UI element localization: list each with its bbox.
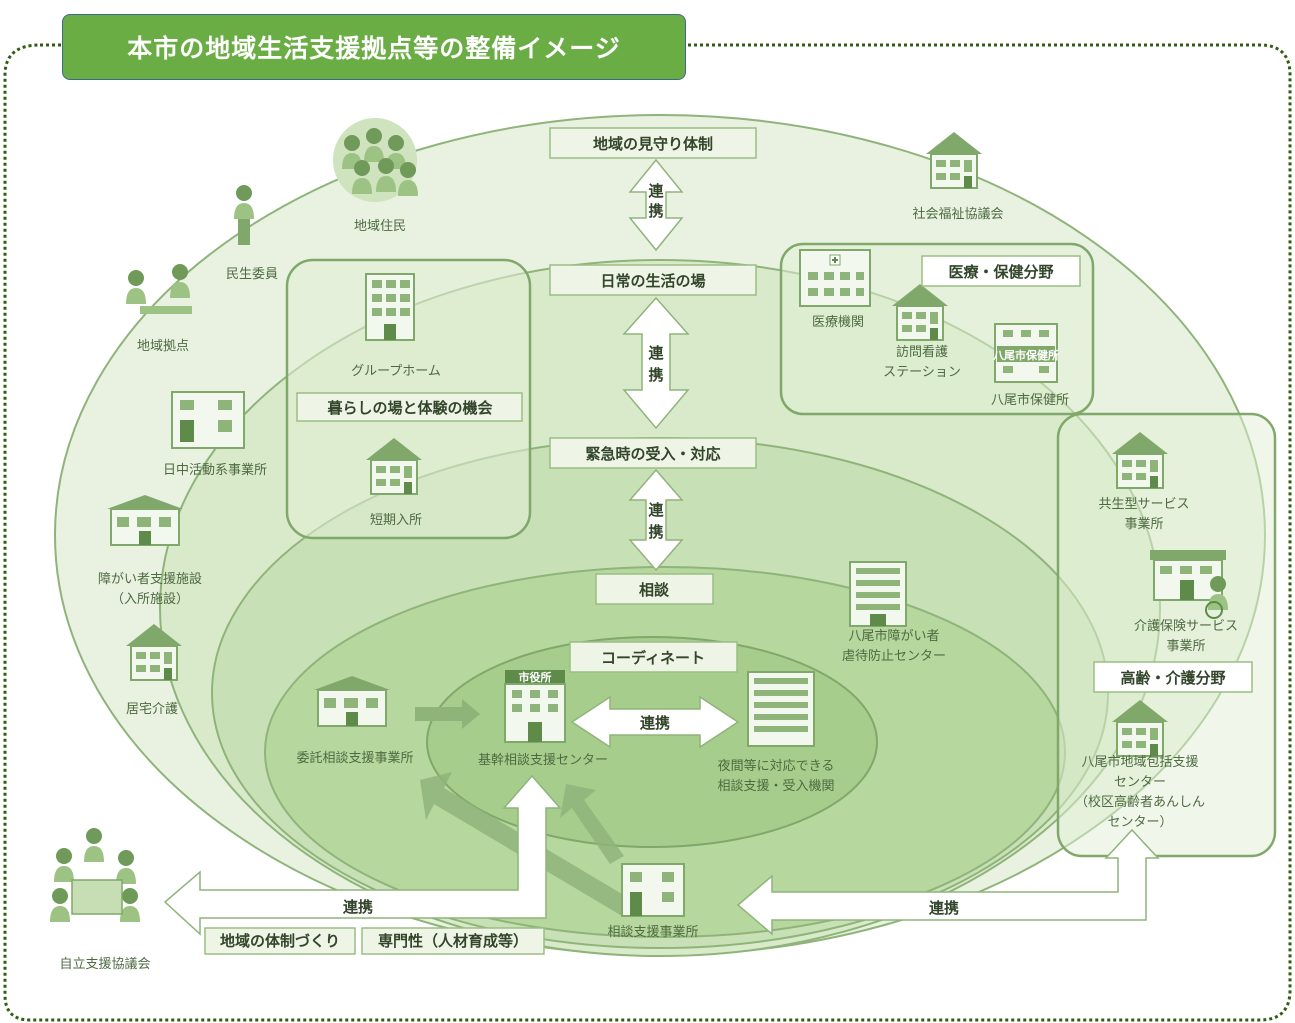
level-nichijo: 日常の生活の場 bbox=[600, 272, 705, 290]
yakan-label-2: 相談支援・受入機関 bbox=[717, 778, 834, 794]
kyotaku-label: 居宅介護 bbox=[126, 701, 178, 717]
minsei-iin-icon bbox=[234, 185, 254, 245]
renkei-arrow-top bbox=[628, 158, 684, 252]
kyosei-label-2: 事業所 bbox=[1124, 516, 1163, 532]
iryo-kikan-label: 医療機関 bbox=[812, 315, 864, 330]
shogai-shisetsu-label-2: （入所施設） bbox=[111, 591, 189, 607]
chiiki-jumin-icon bbox=[333, 118, 418, 202]
shakai-fukushi-icon bbox=[925, 131, 983, 189]
kaigo-label-2: 事業所 bbox=[1166, 638, 1205, 654]
minsei-iin-label: 民生委員 bbox=[226, 267, 278, 282]
level-box-mimamori bbox=[549, 127, 757, 159]
title-banner: 本市の地域生活支援拠点等の整備イメージ bbox=[62, 14, 686, 80]
hokatsu-label-2: センター bbox=[1114, 775, 1166, 790]
korei-group bbox=[1056, 412, 1277, 858]
yakan-icon bbox=[747, 671, 815, 747]
renkei-arrow-bottom-left bbox=[163, 774, 562, 936]
yakan-label-1: 夜間等に対応できる bbox=[718, 758, 835, 774]
hokatsu-label-1: 八尾市地域包括支援 bbox=[1081, 754, 1198, 770]
kikan-label: 基幹相談支援センター bbox=[478, 752, 608, 768]
chiiki-kyoten-label: 地域拠点 bbox=[137, 339, 189, 354]
shakai-fukushi-label: 社会福祉協議会 bbox=[912, 206, 1003, 222]
korei-bunya-label: 高齢・介護分野 bbox=[1120, 669, 1225, 687]
shogai-shisetsu-label-1: 障がい者支援施設 bbox=[98, 571, 202, 587]
level-mimamori: 地域の見守り体制 bbox=[593, 135, 713, 153]
level-box-sodan bbox=[595, 573, 714, 605]
nicchu-icon bbox=[171, 391, 245, 449]
senmon-box bbox=[361, 927, 545, 955]
itaku-label: 委託相談支援事業所 bbox=[296, 750, 413, 766]
group-home-icon bbox=[365, 273, 415, 341]
sodan-jigyosho-icon bbox=[621, 863, 685, 917]
renkei-low-char-1: 連 bbox=[648, 501, 664, 519]
group-home-label: グループホーム bbox=[351, 364, 441, 379]
renkei-arrow-inner bbox=[570, 695, 740, 749]
renkei-arrow-mid bbox=[622, 296, 690, 430]
renkei-arrow-bottom-right bbox=[736, 828, 1160, 936]
level-sodan: 相談 bbox=[639, 581, 670, 599]
hokatsu-label-3: （校区高齢者あんしん bbox=[1075, 794, 1205, 810]
iryo-bunya-label: 医療・保健分野 bbox=[948, 263, 1053, 281]
renkei-mid-char-1: 連 bbox=[648, 344, 664, 362]
renkei-top-char-1: 連 bbox=[648, 182, 664, 200]
chiiki-jumin-label: 地域住民 bbox=[354, 219, 406, 234]
hokensho-icon bbox=[994, 323, 1058, 383]
kurashi-box bbox=[296, 392, 523, 422]
level-box-kinkyu bbox=[549, 437, 757, 469]
kurashi-label: 暮らしの場と体験の機会 bbox=[326, 399, 492, 417]
arrow-sodan-to-kikan bbox=[560, 784, 624, 864]
gyakutai-label-1: 八尾市障がい者 bbox=[848, 628, 939, 644]
renkei-low-char-2: 携 bbox=[648, 523, 663, 541]
tanki-label: 短期入所 bbox=[370, 513, 422, 528]
jiritsu-icon bbox=[50, 828, 140, 922]
homon-label-1: 訪問看護 bbox=[896, 344, 948, 360]
taisei-label: 地域の体制づくり bbox=[220, 932, 340, 950]
hokatsu-label-4: センター） bbox=[1107, 815, 1172, 830]
page-title: 本市の地域生活支援拠点等の整備イメージ bbox=[127, 34, 621, 63]
kaigo-icon bbox=[1150, 550, 1228, 619]
iryo-bunya-box bbox=[921, 255, 1081, 287]
jiritsu-label: 自立支援協議会 bbox=[59, 957, 150, 972]
gyakutai-icon bbox=[849, 561, 907, 627]
level-box-nichijo bbox=[549, 264, 757, 296]
homon-label-2: ステーション bbox=[883, 365, 961, 380]
renkei-inner-label: 連携 bbox=[640, 714, 670, 732]
arrow-itaku-to-kikan bbox=[415, 699, 480, 729]
korei-bunya-box bbox=[1093, 661, 1253, 693]
renkei-top-char-2: 携 bbox=[648, 202, 663, 220]
gyakutai-label-2: 虐待防止センター bbox=[842, 648, 946, 664]
nicchu-label: 日中活動系事業所 bbox=[163, 462, 267, 478]
chiiki-kyoten-icon bbox=[126, 264, 192, 314]
senmon-label: 専門性（人材育成等） bbox=[378, 932, 528, 950]
renkei-mid-char-2: 携 bbox=[648, 366, 663, 384]
iryo-kikan-icon bbox=[799, 249, 871, 307]
sodan-jigyosho-label: 相談支援事業所 bbox=[607, 924, 698, 940]
level-coordinate: コーディネート bbox=[601, 649, 705, 667]
hokensho-sign: 八尾市保健所 bbox=[992, 348, 1059, 362]
renkei-arrow-low bbox=[628, 468, 684, 572]
renkei-bottom-right-label: 連携 bbox=[929, 899, 959, 917]
hokensho-label: 八尾市保健所 bbox=[991, 392, 1069, 408]
kikan-sign: 市役所 bbox=[519, 670, 552, 684]
taisei-box bbox=[204, 927, 356, 955]
level-kinkyu: 緊急時の受入・対応 bbox=[585, 445, 720, 463]
level-box-coordinate bbox=[569, 641, 738, 673]
kyosei-label-1: 共生型サービス bbox=[1098, 497, 1189, 512]
kaigo-label-1: 介護保険サービス bbox=[1134, 618, 1238, 634]
renkei-bottom-left-label: 連携 bbox=[343, 898, 373, 916]
kikan-icon bbox=[504, 670, 566, 743]
